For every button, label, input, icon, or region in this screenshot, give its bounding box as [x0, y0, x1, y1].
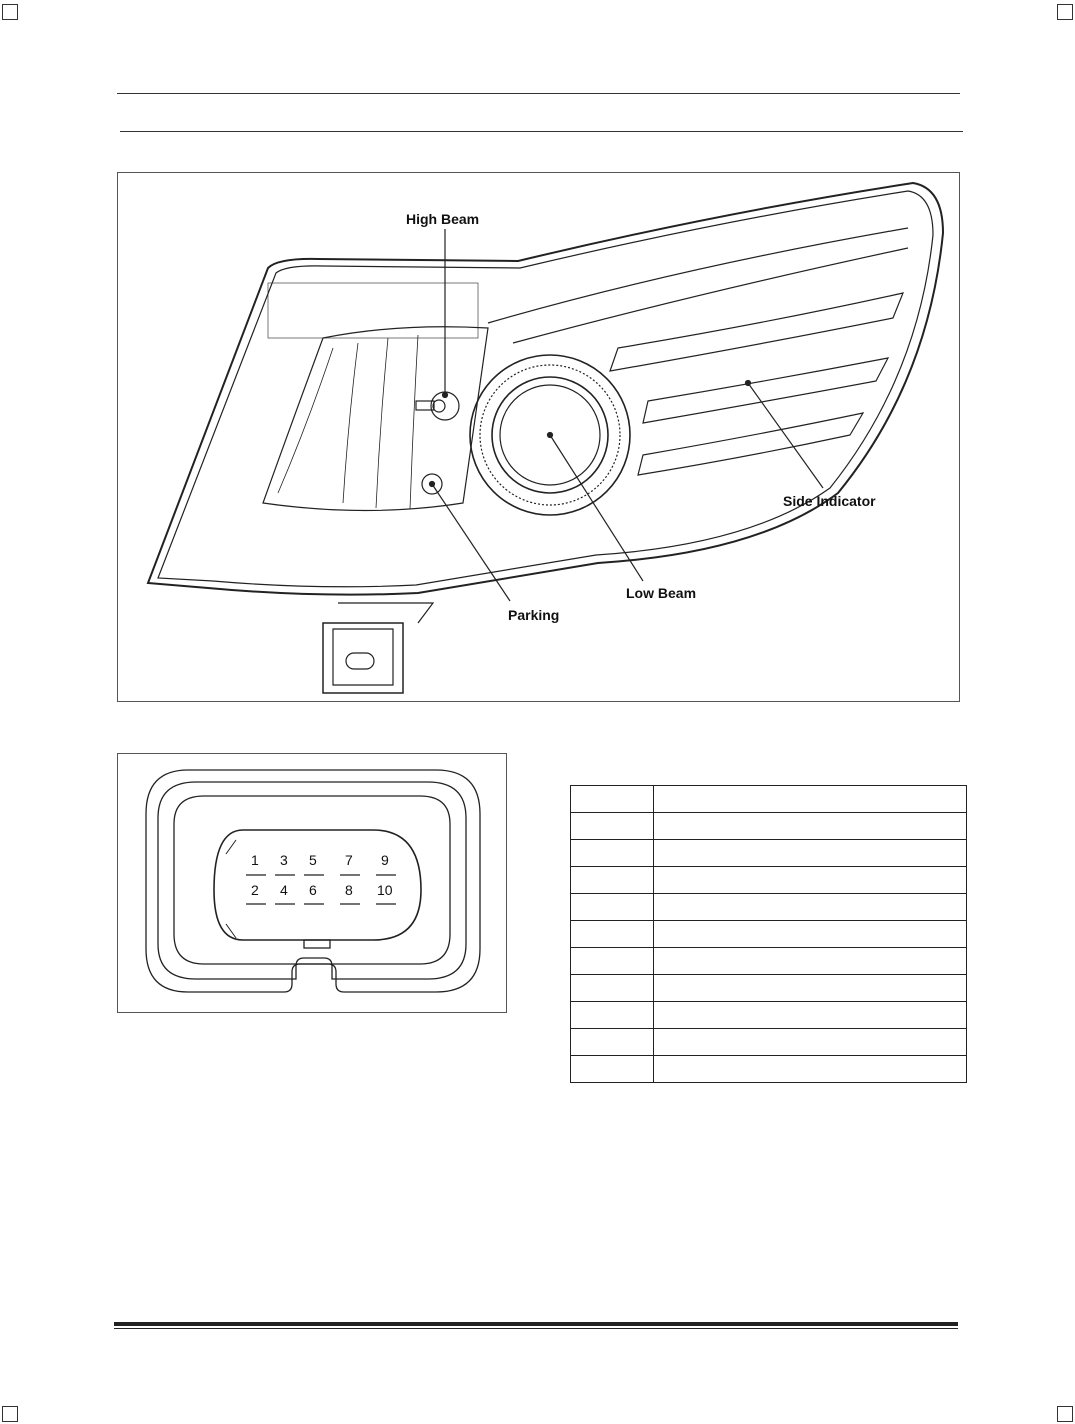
pin-description-cell: [653, 1001, 967, 1029]
pin-number-cell: [570, 947, 654, 975]
crop-mark-bottom-right: [1057, 1406, 1073, 1422]
parking-label: Parking: [508, 607, 560, 623]
table-row: [570, 947, 967, 975]
pin-number-cell: [570, 1028, 654, 1056]
pin-description-cell: [653, 1028, 967, 1056]
table-row: [570, 866, 967, 894]
pin-label: 3: [280, 852, 288, 868]
low-beam-label: Low Beam: [626, 585, 697, 601]
pin-number-cell: [570, 866, 654, 894]
crop-mark-top-right: [1057, 4, 1073, 20]
pin-number-cell: [570, 839, 654, 867]
footer-rule-thin: [114, 1328, 958, 1329]
table-row: [570, 920, 967, 948]
footer-rule-thick: [114, 1322, 958, 1326]
table-row: [570, 1001, 967, 1029]
pin-label: 9: [381, 852, 389, 868]
connector-figure: 1 3 5 7 9 2 4 6 8 10: [117, 753, 507, 1013]
table-row: [570, 785, 967, 813]
pin-number-cell: [570, 812, 654, 840]
pin-label: 2: [251, 882, 259, 898]
pin-label: 1: [251, 852, 259, 868]
pin-description-cell: [653, 947, 967, 975]
pin-number-cell: [570, 1055, 654, 1083]
pin-description-cell: [653, 866, 967, 894]
pin-row-top: 1 3 5 7 9: [118, 852, 506, 872]
table-row: [570, 1028, 967, 1056]
table-row: [570, 1055, 967, 1083]
crop-mark-top-left: [2, 4, 18, 20]
pin-label: 6: [309, 882, 317, 898]
table-row: [570, 974, 967, 1002]
table-row: [570, 893, 967, 921]
pin-label: 7: [345, 852, 353, 868]
pin-label: 4: [280, 882, 288, 898]
pin-label: 8: [345, 882, 353, 898]
pin-number-cell: [570, 1001, 654, 1029]
pin-number-cell: [570, 893, 654, 921]
headlamp-figure: High Beam Side Indicator Low Beam Parkin…: [117, 172, 960, 702]
pin-description-cell: [653, 920, 967, 948]
pin-description-cell: [653, 893, 967, 921]
pin-label: 5: [309, 852, 317, 868]
pin-description-cell: [653, 839, 967, 867]
pin-description-cell: [653, 974, 967, 1002]
pin-description-cell: [653, 1055, 967, 1083]
pin-row-bottom: 2 4 6 8 10: [118, 882, 506, 902]
side-indicator-label: Side Indicator: [783, 493, 876, 509]
connector-drawing: [145, 769, 481, 993]
table-row: [570, 839, 967, 867]
crop-mark-bottom-left: [2, 1406, 18, 1422]
pin-number-cell: [570, 920, 654, 948]
pin-number-cell: [570, 974, 654, 1002]
header-rule-bottom: [120, 131, 963, 132]
pin-description-cell: [653, 812, 967, 840]
pin-table-body: [570, 785, 967, 1083]
high-beam-label: High Beam: [406, 211, 480, 227]
pin-table: [570, 785, 967, 1083]
pin-description-cell: [653, 785, 967, 813]
table-row: [570, 812, 967, 840]
pin-label: 10: [377, 882, 393, 898]
headlamp-drawing: [146, 181, 945, 694]
header-rule-top: [117, 93, 960, 94]
pin-number-cell: [570, 785, 654, 813]
